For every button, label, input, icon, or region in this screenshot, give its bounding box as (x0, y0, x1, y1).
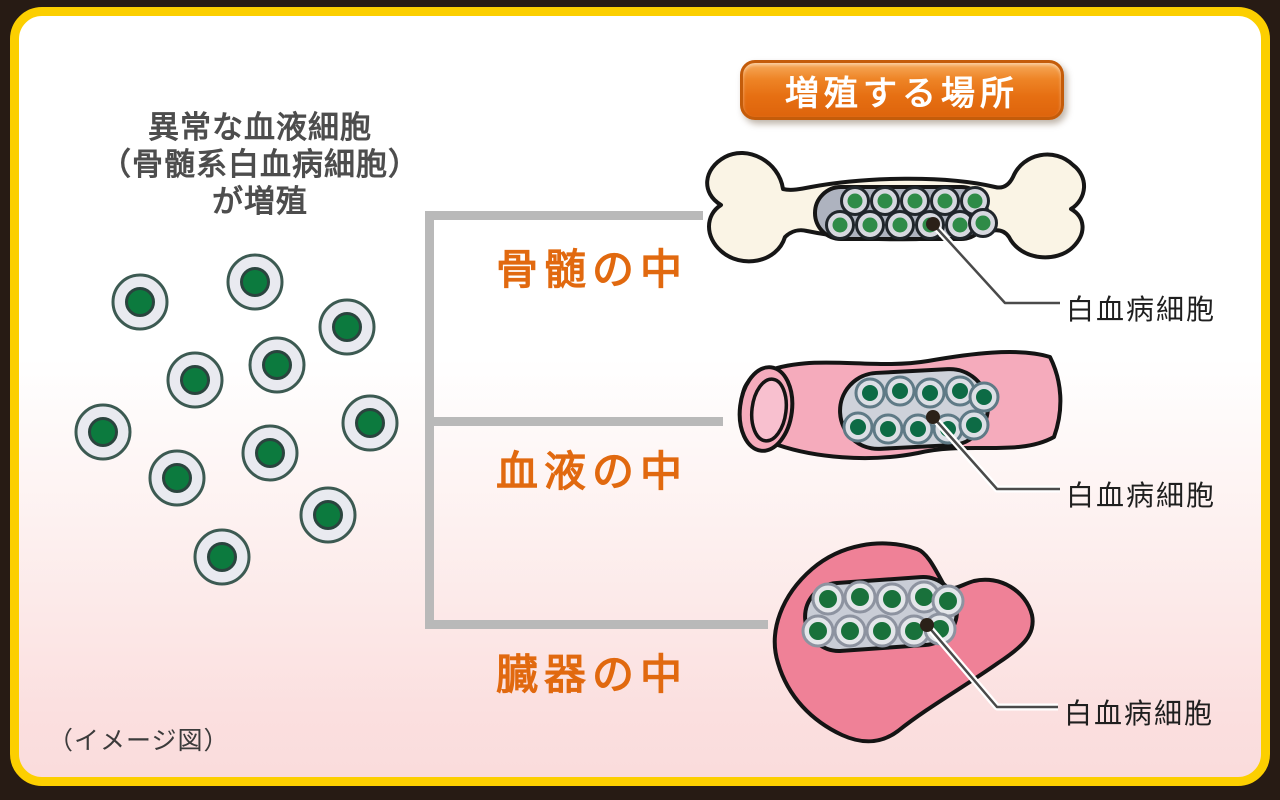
cell-label-bone: 白血病細胞 (1066, 293, 1217, 326)
cell-label-organ: 白血病細胞 (1064, 697, 1215, 730)
connector-line-bone-marrow (425, 211, 703, 220)
location-label-blood: 血液の中 (496, 447, 689, 496)
header-caption-line2: （骨髄系白血病細胞） (100, 147, 420, 183)
header-caption: 異常な血液細胞 （骨髄系白血病細胞） が増殖 (70, 110, 450, 221)
vessel-opening-inner (749, 377, 789, 443)
title-badge: 増殖する場所 (740, 60, 1064, 120)
connector-line-blood (425, 417, 723, 426)
image-note: （イメージ図） (48, 726, 230, 755)
header-caption-line3: が増殖 (212, 184, 308, 220)
connector-line-organ (425, 620, 768, 629)
bone-illustration (705, 151, 1086, 264)
header-caption-line1: 異常な血液細胞 (148, 110, 372, 146)
bone-marrow-cells (825, 186, 998, 240)
blood-vessel-illustration (737, 350, 1063, 461)
title-badge-label: 増殖する場所 (785, 73, 1019, 114)
location-label-organ: 臓器の中 (496, 650, 689, 699)
location-label-bone-marrow: 骨髄の中 (496, 245, 689, 294)
organ-illustration (772, 541, 1035, 744)
cell-label-blood: 白血病細胞 (1066, 479, 1217, 512)
